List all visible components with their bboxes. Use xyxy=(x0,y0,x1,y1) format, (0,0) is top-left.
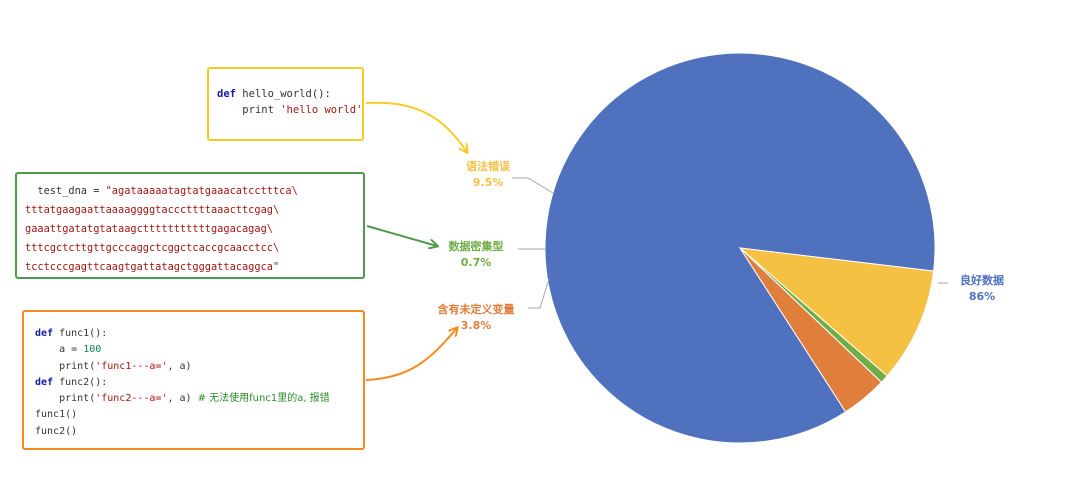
code-line: func2() xyxy=(35,425,78,437)
slice-value-label: 86% xyxy=(969,290,995,303)
arrow-green xyxy=(366,225,437,246)
code-keyword: def xyxy=(35,328,54,339)
code-text: test_dna = xyxy=(25,185,106,197)
leader-line xyxy=(512,177,554,194)
code-number: 100 xyxy=(83,344,102,356)
pie-slice xyxy=(738,247,935,377)
code-indent xyxy=(35,361,59,372)
code-text: , a) xyxy=(167,393,198,405)
code-line: def hello_world(): xyxy=(217,87,362,103)
slice-label: 语法错误 xyxy=(466,159,511,173)
code-line: tttatgaagaattaaaaggggtacccttttaaacttcgag… xyxy=(25,204,280,216)
code-box-test-dna: test_dna = "agataaaaatagtatgaaacatcctttc… xyxy=(15,172,365,279)
slice-label: 良好数据 xyxy=(960,273,1004,287)
code-box-func: def func1(): a = 100 print('func1---a=',… xyxy=(22,310,365,450)
code-text: hello_world(): xyxy=(235,88,331,100)
code-string: 'func2---a=' xyxy=(95,393,168,405)
code-string: "agataaaaatagtatgaaacatcctttca\ xyxy=(105,185,298,197)
code-comment: # 无法使用func1里的a, 报错 xyxy=(197,393,330,405)
arrow-yellow xyxy=(365,101,467,152)
slice-value-label: 3.8% xyxy=(461,319,492,332)
code-box-hello-world: def hello_world(): print 'hello world' xyxy=(207,67,364,141)
code-indent xyxy=(35,393,59,404)
slice-label: 含有未定义变量 xyxy=(437,302,515,316)
leader-line xyxy=(528,278,550,309)
code-line: tcctcccgagttcaagtgattatagctgggattacaggca… xyxy=(25,261,280,273)
slice-label: 数据密集型 xyxy=(449,239,504,253)
code-line: a = 100 xyxy=(35,342,363,358)
code-line: print('func1---a=', a) xyxy=(35,359,363,375)
code-text: a = xyxy=(59,344,84,356)
code-text: print xyxy=(242,103,274,116)
code-keyword: def xyxy=(35,376,54,388)
arrow-orange xyxy=(365,328,457,381)
code-indent xyxy=(35,344,59,355)
code-line: def func1(): xyxy=(35,326,363,342)
slice-value-label: 9.5% xyxy=(473,176,504,189)
code-line: print 'hello world' xyxy=(217,103,362,119)
code-line: func1() xyxy=(35,409,78,421)
slice-value-label: 0.7% xyxy=(461,256,492,269)
code-string: 'hello world' xyxy=(273,103,363,116)
code-text: func1(): xyxy=(53,328,108,339)
code-line: def func2(): xyxy=(35,375,363,391)
code-text: func2(): xyxy=(53,376,108,388)
code-text: print( xyxy=(59,393,96,405)
code-string: 'func1---a=' xyxy=(95,360,168,372)
code-indent xyxy=(217,104,242,116)
code-line: test_dna = "agataaaaatagtatgaaacatcctttc… xyxy=(25,182,363,201)
code-line: print('func2---a=', a) # 无法使用func1里的a, 报… xyxy=(35,391,363,407)
code-text: , a) xyxy=(167,360,192,372)
code-text: print( xyxy=(59,360,96,372)
code-line: tttcgctcttgttgcccaggctcggctcaccgcaacctcc… xyxy=(25,242,280,254)
code-keyword: def xyxy=(217,88,236,100)
code-line: gaaattgatatgtataagctttttttttttgagacagag\ xyxy=(25,223,273,235)
pie-slice xyxy=(739,247,883,413)
